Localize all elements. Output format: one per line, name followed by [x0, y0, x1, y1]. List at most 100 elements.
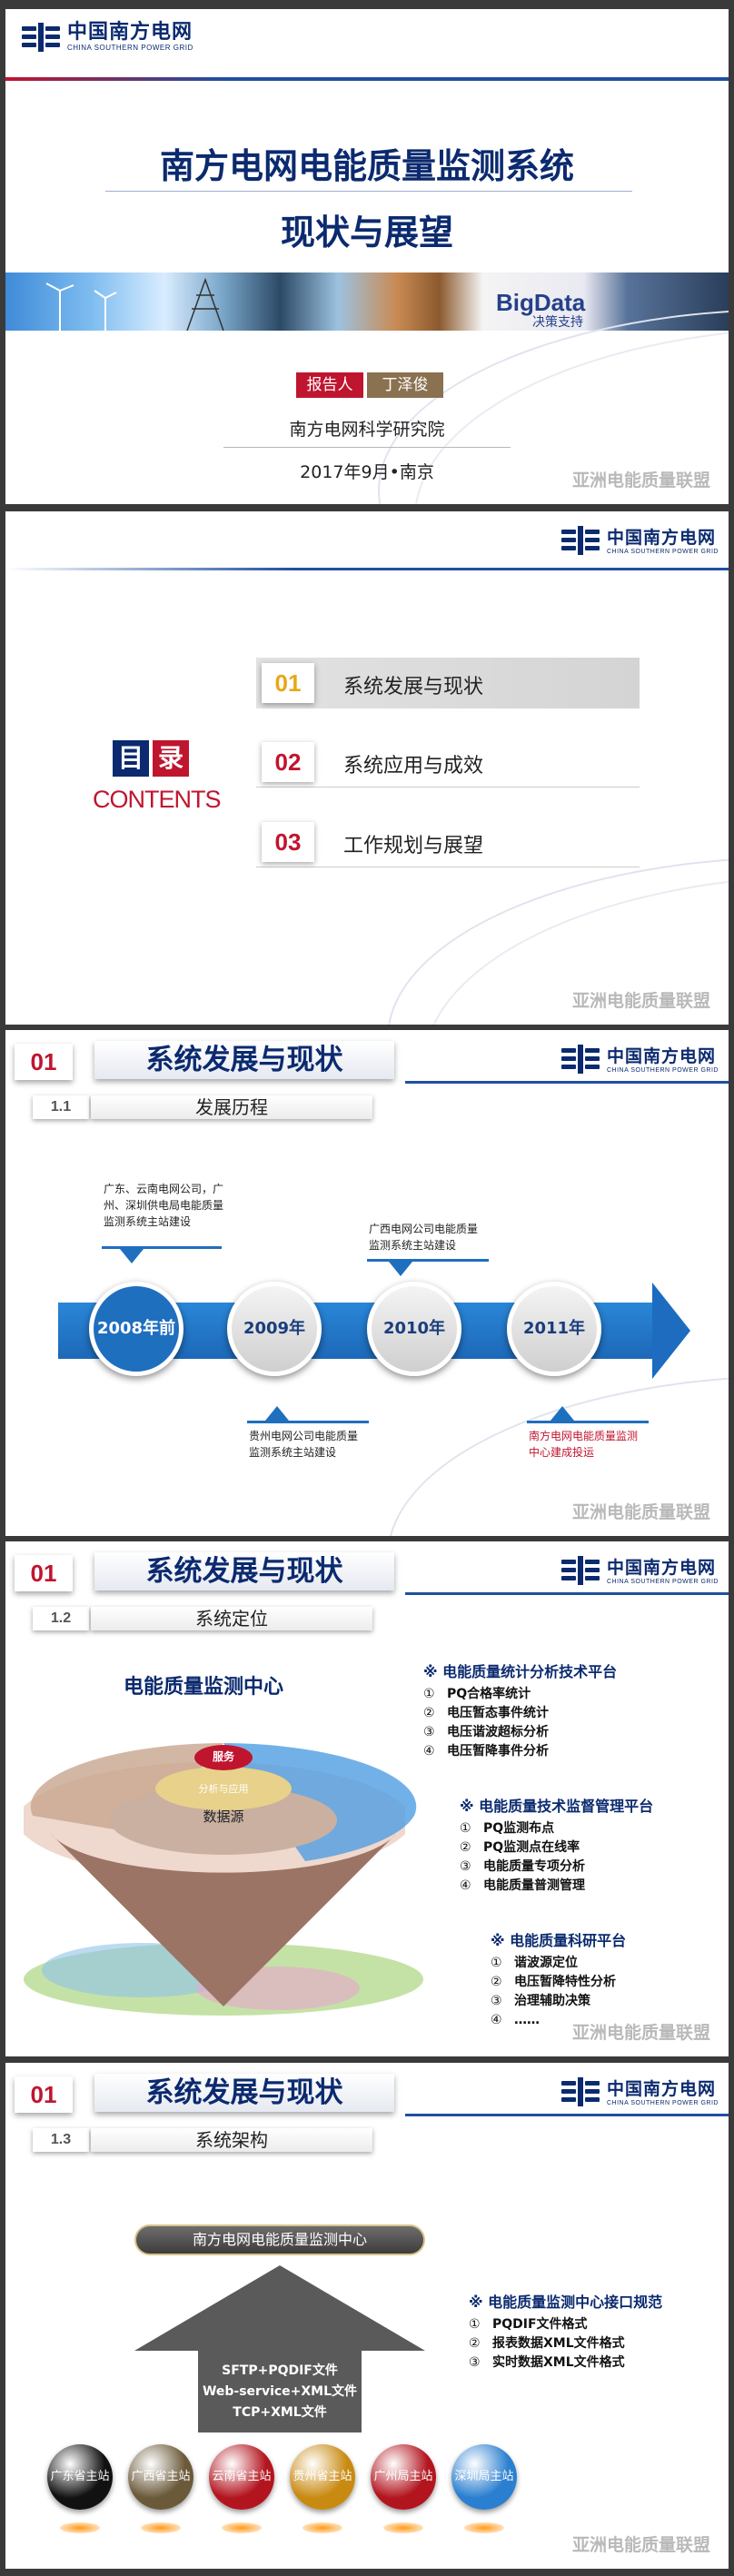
architecture-slide: 01 系统发展与现状 中国南方电网 CHINA SOUTHERN POWER G…: [5, 2063, 729, 2569]
platform-item-label: 治理辅助决策: [514, 1994, 590, 2008]
organization: 南方电网科学研究院: [289, 420, 445, 440]
platform-group-title: ※ 电能质量科研平台: [491, 1932, 627, 1949]
item-marker: ①: [491, 1956, 502, 1970]
watermark-name: 亚洲电能质量联盟: [571, 2535, 710, 2555]
item-marker: ③: [491, 1994, 502, 2008]
positioning-slide: 01 系统发展与现状 中国南方电网 CHINA SOUTHERN POWER G…: [5, 1541, 729, 2056]
platform-item: ③ 治理辅助决策: [491, 1992, 729, 2011]
subsection-number: 1.1: [33, 1095, 89, 1119]
watermark-name: 亚洲电能质量联盟: [571, 2023, 710, 2043]
platform-item-label: 电压暂态事件统计: [447, 1706, 549, 1720]
toc-item-number: 02: [262, 742, 314, 782]
center-title: 电能质量监测中心: [124, 1676, 284, 1699]
note-2009: 贵州电网公司电能质量监测系统主站建设: [249, 1430, 359, 1459]
protocol-label: SFTP+PQDIF文件: [222, 2363, 338, 2378]
platform-item-label: 电能质量普测管理: [483, 1878, 585, 1893]
platform-item: ② 电压暂态事件统计: [423, 1704, 678, 1723]
platform-item-label: 谐波源定位: [514, 1956, 578, 1970]
toc-item[interactable]: [256, 737, 640, 788]
toc-item-number: 03: [262, 822, 314, 862]
platform-item-label: 电压暂降特性分析: [514, 1975, 616, 1989]
photo-strip-art: [45, 277, 224, 331]
toc-item-label: 工作规划与展望: [343, 835, 484, 857]
photo-text: BigData: [496, 289, 586, 316]
logo: 中国南方电网 CHINA SOUTHERN POWER GRID: [22, 22, 193, 52]
item-marker: ②: [460, 1840, 471, 1855]
platform-item-label: 电压暂降事件分析: [447, 1744, 549, 1759]
spec-item-label: 报表数据XML文件格式: [492, 2336, 625, 2351]
toc-item-label: 系统发展与现状: [343, 676, 484, 698]
subsection-number: 1.2: [33, 1607, 89, 1630]
spec-item: ② 报表数据XML文件格式: [469, 2334, 723, 2353]
watermark-name: 亚洲电能质量联盟: [571, 991, 710, 1011]
hub-node: 广西省主站: [128, 2444, 193, 2533]
section-title: 系统发展与现状: [94, 1041, 394, 1079]
watermark: 亚洲电能质量联盟: [572, 467, 710, 491]
layer-base: 数据源: [203, 1808, 244, 1825]
spec-item-label: 实时数据XML文件格式: [492, 2355, 625, 2370]
logo: 中国南方电网 CHINA SOUTHERN POWER GRID: [561, 2077, 719, 2106]
spec-item-label: PQDIF文件格式: [492, 2317, 588, 2332]
date: 2017年9月•南京: [300, 462, 434, 482]
subsection-title: 系统架构: [91, 2128, 372, 2152]
subsection-title: 发展历程: [91, 1095, 372, 1119]
layer-mid: 分析与应用: [198, 1783, 249, 1795]
reporter-label: 报告人: [296, 372, 363, 398]
watermark: 亚洲电能质量联盟: [572, 1499, 710, 1523]
item-marker: ②: [423, 1706, 435, 1720]
section-title: 系统发展与现状: [94, 2074, 394, 2112]
item-marker: ③: [460, 1859, 471, 1874]
toc-item[interactable]: [256, 817, 640, 867]
history-slide: 01 系统发展与现状 中国南方电网 CHINA SOUTHERN POWER G…: [5, 1030, 729, 1536]
item-marker: ②: [469, 2336, 481, 2351]
watermark-name: 亚洲电能质量联盟: [571, 1502, 710, 1522]
logo-cn: 中国南方电网: [607, 2078, 717, 2099]
section-number: 01: [15, 2076, 73, 2113]
layer-top: 服务: [212, 1750, 234, 1763]
platform-item: ① 谐波源定位: [491, 1954, 729, 1973]
slide-title-line1: 南方电网电能质量监测系统: [159, 146, 574, 186]
platform-item: ④ ……: [491, 2011, 729, 2030]
item-marker: ③: [423, 1725, 435, 1739]
watermark: 亚洲电能质量联盟: [572, 2019, 710, 2044]
timeline-node: 2008年前: [89, 1282, 184, 1376]
platform-item: ① PQ监测布点: [460, 1819, 714, 1838]
logo-cn: 中国南方电网: [67, 21, 193, 44]
logo-mark-icon: [561, 2077, 601, 2106]
positioning-diagram: [24, 1743, 423, 2016]
item-marker: ③: [469, 2355, 481, 2370]
hub-node: 广州局主站: [371, 2444, 436, 2533]
section-number: 01: [15, 1555, 73, 1591]
toc-char-1: 目: [113, 740, 149, 777]
platform-group-title: ※ 电能质量技术监督管理平台: [460, 1798, 654, 1815]
timeline-node: 2010年: [367, 1282, 461, 1376]
logo-en: CHINA SOUTHERN POWER GRID: [607, 1578, 719, 1585]
platform-item: ② PQ监测点在线率: [460, 1838, 714, 1858]
note-2010: 广西电网公司电能质量监测系统主站建设: [369, 1223, 479, 1252]
platform-item-label: ……: [514, 2013, 540, 2027]
toc-item[interactable]: [256, 658, 640, 708]
platform-group-title: ※ 电能质量统计分析技术平台: [423, 1663, 618, 1680]
logo-en: CHINA SOUTHERN POWER GRID: [607, 1066, 719, 1074]
hub-node: 广东省主站: [47, 2444, 113, 2533]
upload-arrow: [134, 2265, 425, 2432]
timeline-node: 2011年: [507, 1282, 601, 1376]
item-marker: ④: [491, 2013, 502, 2027]
watermark: 亚洲电能质量联盟: [572, 987, 710, 1012]
title-slide: 中国南方电网 CHINA SOUTHERN POWER GRID 南方电网电能质…: [5, 9, 729, 504]
logo-en: CHINA SOUTHERN POWER GRID: [607, 2099, 719, 2106]
toc-item-label: 系统应用与成效: [343, 755, 484, 778]
item-marker: ①: [460, 1821, 471, 1836]
logo-cn: 中国南方电网: [607, 527, 717, 548]
photo-strip: BigData 决策支持: [5, 272, 729, 331]
platform-item-label: PQ监测点在线率: [483, 1840, 580, 1855]
platform-item-label: PQ监测布点: [483, 1821, 555, 1836]
contents-slide: 中国南方电网 CHINA SOUTHERN POWER GRID 目 录 CON…: [5, 511, 729, 1025]
platform-item-label: 电压谐波超标分析: [447, 1725, 549, 1739]
